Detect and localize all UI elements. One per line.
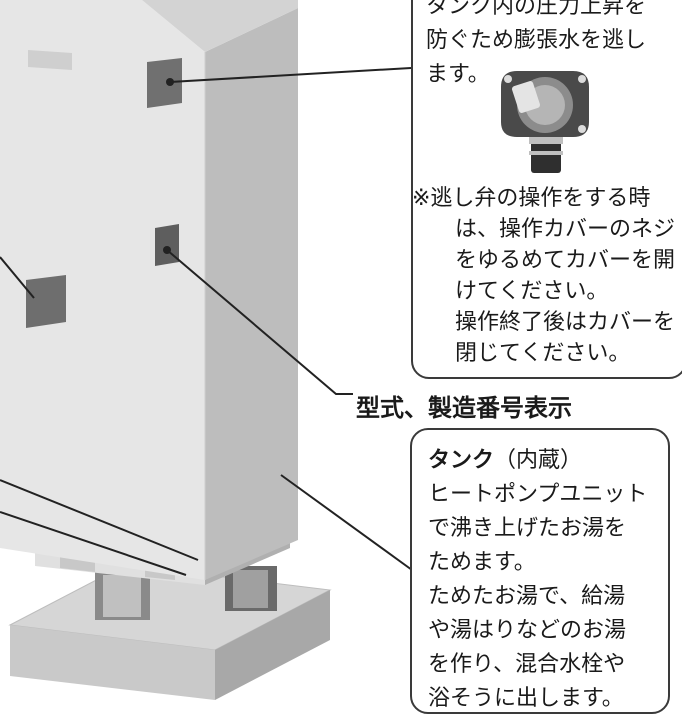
tank-line-6: を作り、混合水栓や (428, 652, 626, 677)
relief-line-1: タンク内の圧力上昇を (426, 0, 647, 19)
tank-line-5: や湯はりなどのお湯 (428, 618, 627, 643)
leader-model-plate (166, 249, 353, 395)
model-serial-label: 型式、製造番号表示 (356, 394, 572, 422)
leader-relief-valve (169, 67, 412, 83)
relief-line-3: ます。 (426, 62, 490, 87)
relief-note-2: は、操作カバーのネジ (455, 217, 676, 242)
relief-valve-callout: タンク内の圧力上昇を 防ぐため膨張水を逃し ます。 ※逃し弁の操作をする時 は、… (411, 0, 682, 379)
base-front (10, 625, 215, 700)
leader-front-panel (0, 256, 35, 299)
tank-line-4: ためたお湯で、給湯 (428, 584, 626, 609)
tank-title: タンク (428, 448, 495, 473)
tank-callout: タンク（内蔵） ヒートポンプユニット で沸き上げたお湯を ためます。 ためたお湯… (410, 428, 670, 714)
tank-title-suffix: （内蔵） (494, 448, 583, 473)
model-plate (155, 224, 179, 266)
front-panel (26, 275, 66, 328)
leader-skirt-2 (0, 511, 187, 576)
unit-top (0, 0, 298, 52)
leader-skirt-1 (0, 479, 199, 561)
relief-valve-icon (501, 71, 589, 173)
tank-line-1: ヒートポンプユニット (428, 482, 648, 507)
tank-line-3: ためます。 (428, 550, 536, 575)
tank-line-2: で沸き上げたお湯を (428, 516, 627, 541)
tank-line-7: 浴そうに出します。 (428, 686, 624, 711)
relief-note-3: をゆるめてカバーを開 (455, 248, 676, 273)
relief-line-2: 防ぐため膨張水を逃し (426, 28, 647, 53)
relief-note-4: けてください。 (455, 279, 609, 304)
unit-front (0, 0, 205, 580)
relief-note-5: 操作終了後はカバーを (455, 310, 676, 335)
tank-title-row: タンク（内蔵） (428, 446, 582, 476)
relief-note-6: 閉じてください。 (455, 341, 631, 366)
relief-note-1: ※逃し弁の操作をする時 (412, 186, 651, 211)
unit-side (205, 8, 298, 580)
base-side (215, 590, 330, 700)
relief-valve-cover (147, 58, 182, 108)
front-label-plate (28, 50, 72, 70)
leader-tank (280, 474, 413, 571)
